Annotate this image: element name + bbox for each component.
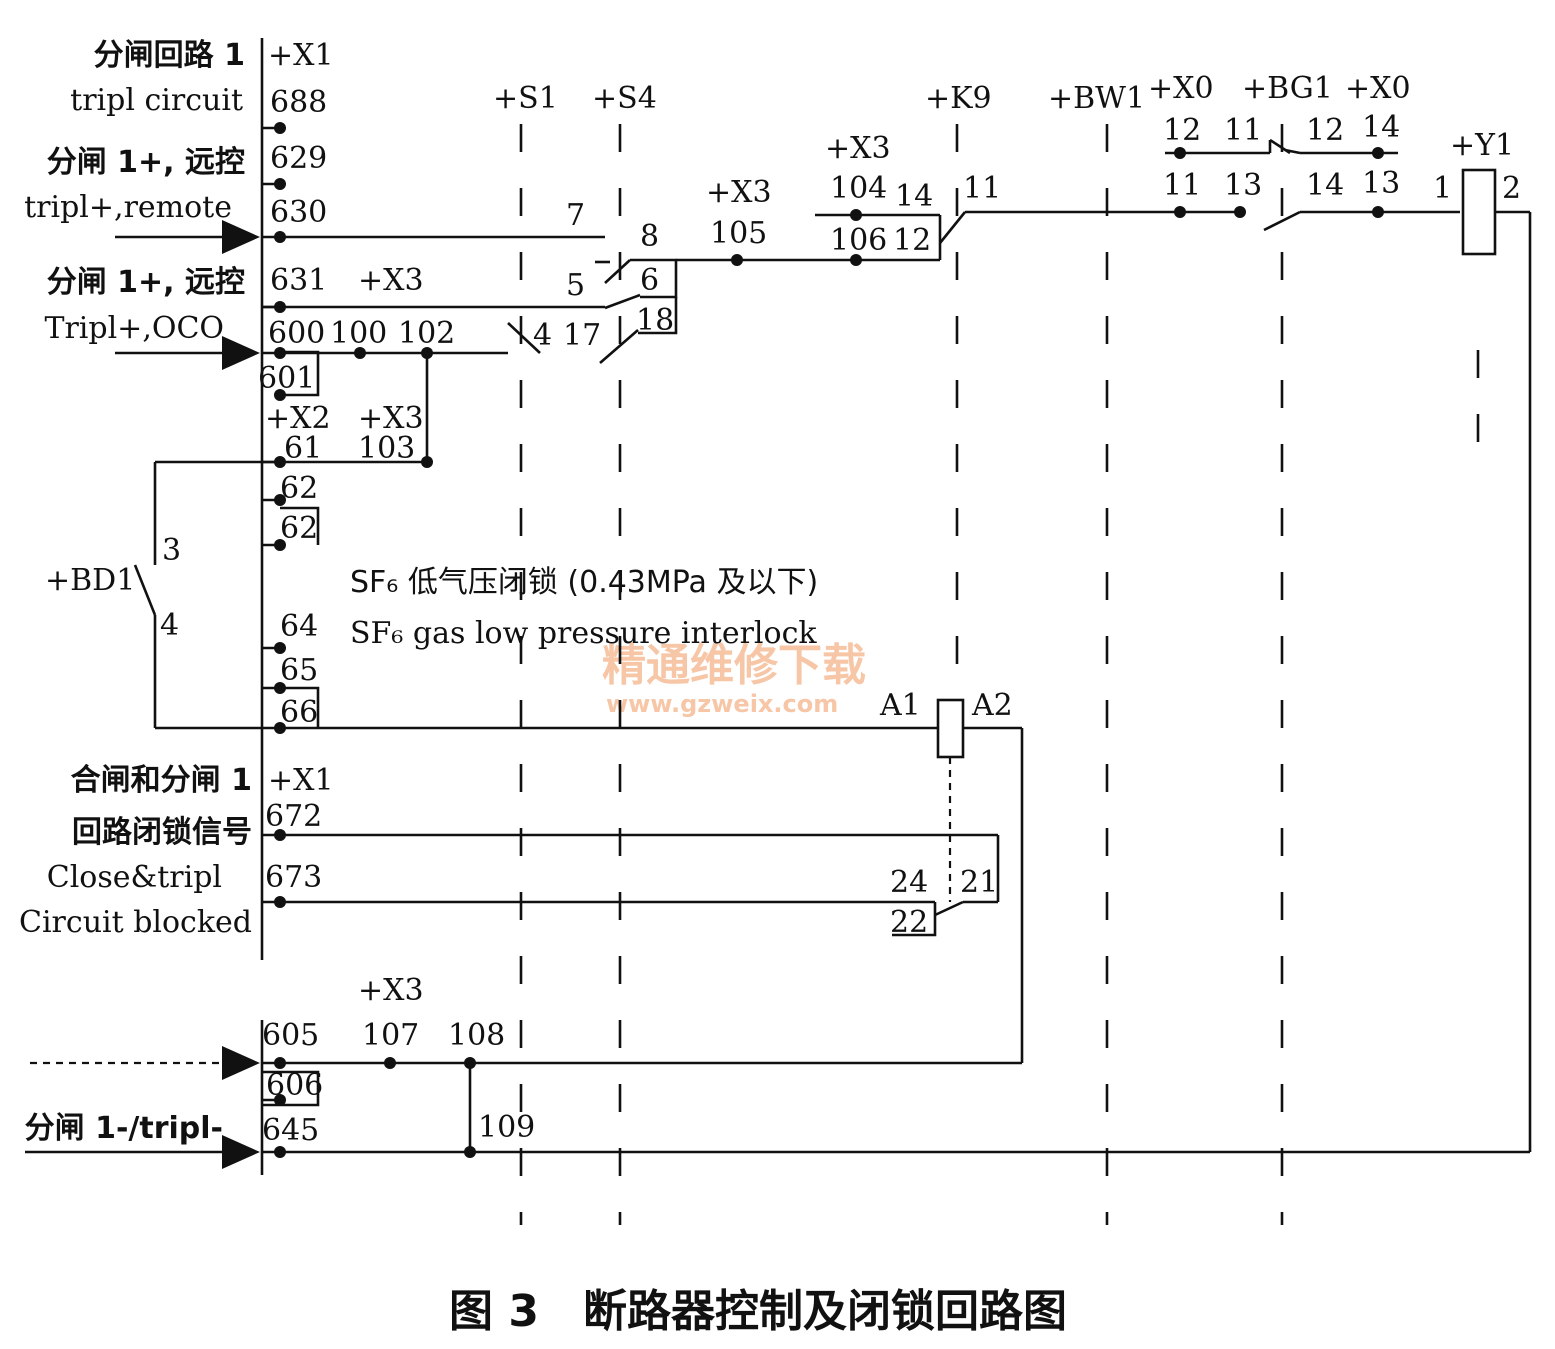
contact-y1-1: 1	[1433, 171, 1452, 206]
device-x1-mid: +X1	[268, 763, 334, 798]
contact-k9-11: 11	[963, 171, 1001, 206]
terminal-629: 629	[270, 141, 327, 176]
label-blocked-en-2: Circuit blocked	[19, 905, 252, 940]
terminal-61: 61	[284, 431, 322, 466]
input-arrow-600	[115, 336, 260, 370]
terminal-605: 605	[262, 1018, 319, 1053]
figure-caption: 图 3 断路器控制及闭锁回路图	[449, 1286, 1067, 1337]
relay-coil-a1-a2	[936, 698, 965, 759]
contact-s1-7: 7	[566, 198, 585, 233]
terminal-601: 601	[258, 361, 315, 396]
label-trip1p-oco-en: Tripl+,OCO	[44, 311, 224, 346]
wires	[133, 138, 1532, 1154]
contact-x0-12: 12	[1163, 113, 1201, 148]
terminal-62a: 62	[280, 471, 318, 506]
terminal-65: 65	[280, 653, 318, 688]
contact-24: 24	[890, 865, 928, 900]
terminal-630: 630	[270, 195, 327, 230]
label-trip1p-remote-en: tripl+,remote	[24, 190, 232, 225]
contact-bg1-12: 12	[1306, 113, 1344, 148]
device-x1-top: +X1	[268, 38, 334, 73]
contact-s4-17: 17	[563, 318, 601, 353]
device-columns	[519, 124, 1480, 1225]
device-x2: +X2	[265, 401, 331, 436]
contact-x0-11: 11	[1163, 168, 1201, 203]
input-arrow-605	[30, 1046, 260, 1080]
terminal-645: 645	[262, 1113, 319, 1148]
contact-a2: A2	[971, 688, 1013, 723]
input-arrow-645	[25, 1135, 260, 1169]
label-blocked-en-1: Close&tripl	[47, 860, 222, 895]
terminal-102: 102	[398, 316, 455, 351]
terminal-66: 66	[280, 695, 318, 730]
watermark-cn: 精通维修下载	[602, 640, 866, 691]
device-x3-b: +X3	[358, 401, 424, 436]
contact-y1-2: 2	[1502, 171, 1521, 206]
device-s4: +S4	[592, 81, 657, 116]
label-trip1-minus: 分闸 1-/tripl-	[25, 1111, 223, 1146]
contact-21: 21	[960, 865, 998, 900]
terminal-108: 108	[448, 1018, 505, 1053]
terminal-106: 106	[830, 223, 887, 258]
device-s1: +S1	[493, 81, 558, 116]
contact-bg1-13: 13	[1224, 168, 1262, 203]
watermark-url: www.gzweix.com	[606, 690, 838, 718]
contact-k9-12: 12	[893, 223, 931, 258]
contact-s4-6: 6	[640, 263, 659, 298]
contact-bg1-14: 14	[1306, 168, 1344, 203]
terminal-107: 107	[362, 1018, 419, 1053]
device-x3-c: +X3	[706, 175, 772, 210]
contact-k9-14: 14	[895, 179, 933, 214]
connection-dots	[274, 122, 1384, 1158]
terminal-673: 673	[265, 860, 322, 895]
device-y1: +Y1	[1450, 128, 1514, 163]
contact-x0b-14: 14	[1362, 110, 1400, 145]
contact-s1-5: 5	[566, 268, 585, 303]
coil-y1	[1461, 168, 1497, 256]
label-trip1p-remote-cn: 分闸 1+, 远控	[47, 145, 245, 180]
terminal-105: 105	[710, 216, 767, 251]
terminal-103: 103	[358, 431, 415, 466]
device-x3-e: +X3	[358, 973, 424, 1008]
device-bg1: +BG1	[1242, 71, 1333, 106]
terminal-631: 631	[270, 263, 327, 298]
terminal-62b: 62	[280, 511, 318, 546]
terminal-606: 606	[266, 1068, 323, 1103]
sf6-note-en: SF₆ gas low pressure interlock	[350, 616, 817, 651]
terminal-688: 688	[270, 85, 327, 120]
contact-a1: A1	[879, 688, 921, 723]
device-bw1: +BW1	[1048, 81, 1145, 116]
device-x3-a: +X3	[358, 263, 424, 298]
label-blocked-cn-2: 回路闭锁信号	[72, 815, 252, 850]
label-blocked-cn-1: 合闸和分闸 1	[71, 763, 252, 798]
terminal-104: 104	[830, 171, 887, 206]
contact-bd1-3: 3	[162, 533, 181, 568]
label-trip1-en: tripl circuit	[70, 83, 243, 118]
device-k9: +K9	[925, 81, 992, 116]
device-bd1: +BD1	[45, 563, 135, 598]
contact-bg1-11-upper: 11	[1224, 113, 1262, 148]
contact-s4-8: 8	[640, 219, 659, 254]
contact-s4-18: 18	[636, 303, 674, 338]
contact-x0b-13: 13	[1362, 166, 1400, 201]
contact-bd1-4: 4	[160, 608, 179, 643]
sf6-note-cn: SF₆ 低气压闭锁 (0.43MPa 及以下)	[350, 565, 818, 600]
label-trip1-cn: 分闸回路 1	[94, 38, 245, 73]
terminal-100: 100	[330, 316, 387, 351]
terminal-64: 64	[280, 609, 318, 644]
terminal-672: 672	[265, 799, 322, 834]
terminal-600: 600	[268, 316, 325, 351]
device-x3-d: +X3	[825, 131, 891, 166]
contact-22: 22	[890, 905, 928, 940]
label-trip1p-oco-cn: 分闸 1+, 远控	[47, 265, 245, 300]
terminal-109: 109	[478, 1110, 535, 1145]
contact-s1-4: 4	[533, 318, 552, 353]
device-x0-b: +X0	[1345, 71, 1411, 106]
device-x0-a: +X0	[1148, 71, 1214, 106]
input-arrow-630	[115, 220, 260, 254]
